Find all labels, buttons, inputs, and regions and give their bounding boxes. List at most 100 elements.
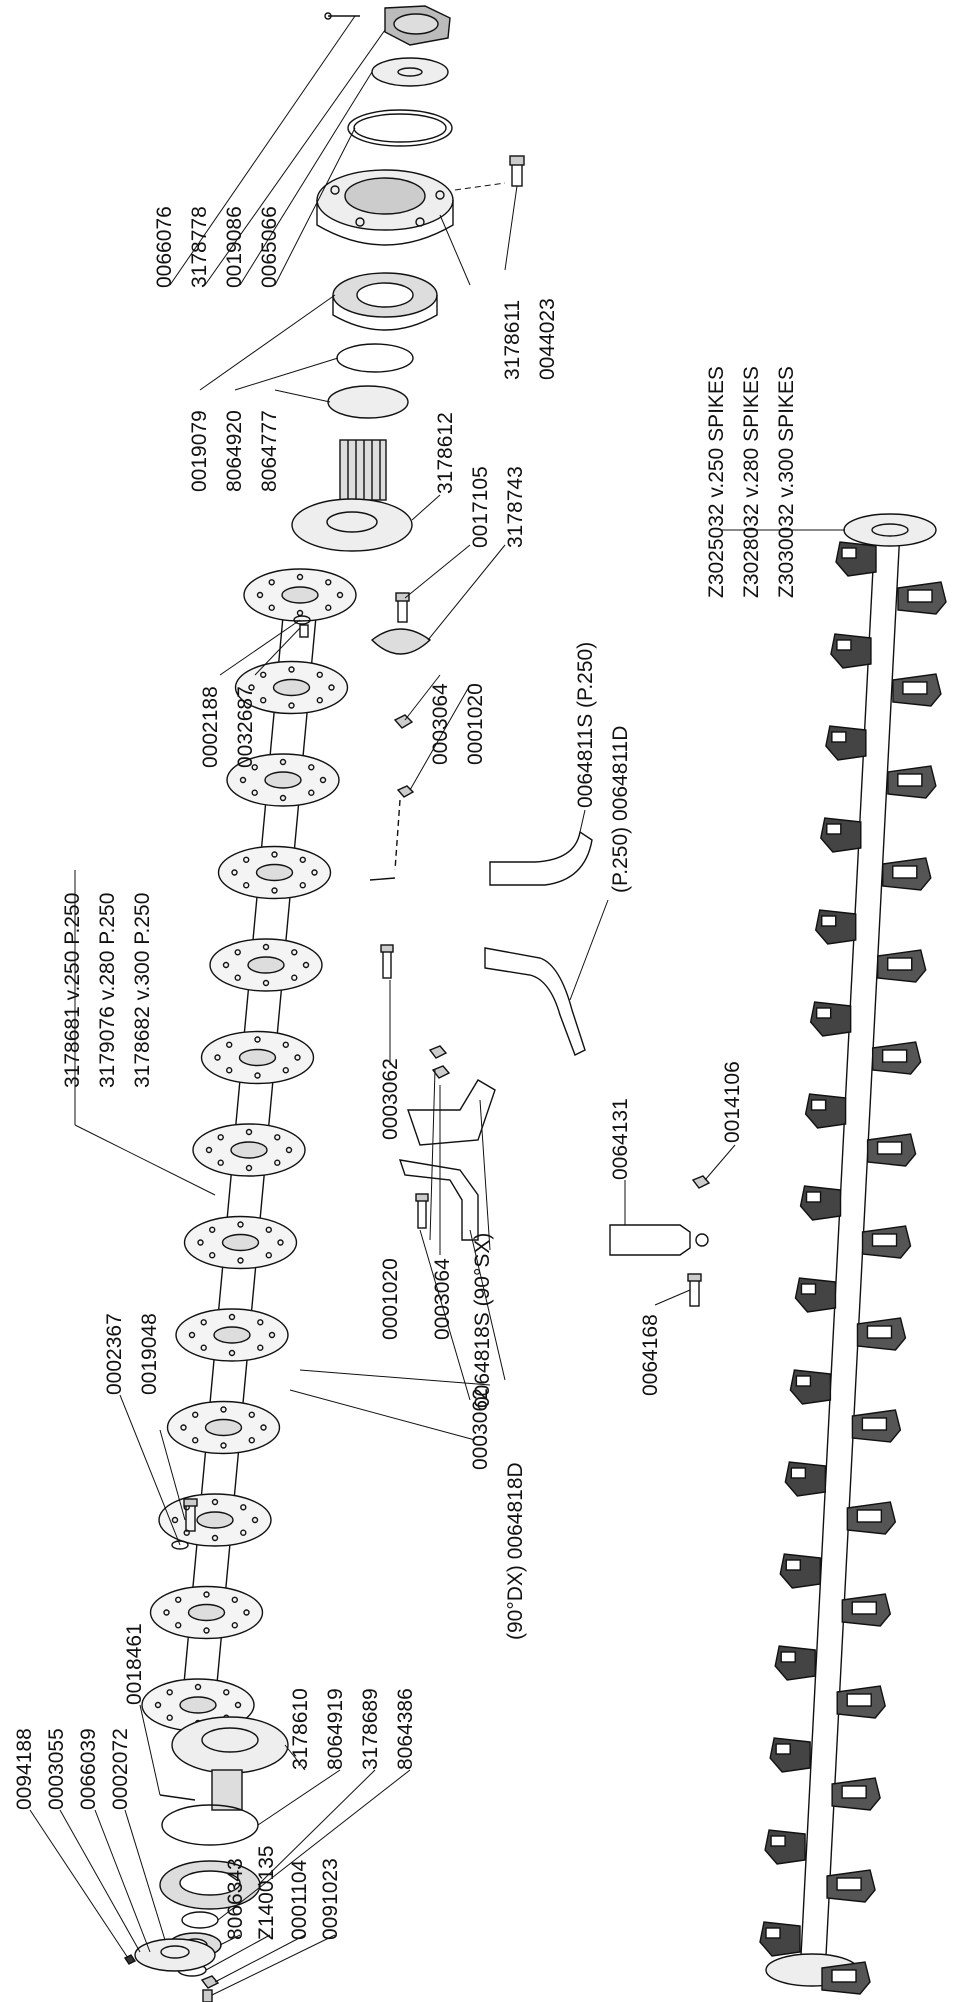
part-label-3178681: 3178681 v.250 P.250 bbox=[61, 892, 84, 1088]
nut-0001104 bbox=[200, 1975, 220, 1989]
rotor-spike bbox=[814, 909, 857, 945]
part-label-0066039: 0066039 bbox=[77, 1728, 100, 1810]
part-label-0064131: 0064131 bbox=[609, 1098, 632, 1180]
part-label-Z1400135: Z1400135 bbox=[255, 1845, 278, 1940]
part-label-0003064-lower: 0003064 bbox=[431, 1258, 454, 1340]
part-label-3179076: 3179076 v.280 P.250 bbox=[96, 892, 119, 1088]
nut-0001020-lower bbox=[428, 1045, 448, 1059]
rotor-spike bbox=[887, 765, 937, 799]
part-label-Z3030032: Z3030032 v.300 SPIKES bbox=[775, 366, 798, 598]
nut-0003064-upper bbox=[393, 714, 414, 729]
rotor-spike bbox=[856, 1317, 907, 1351]
circlip-0019086 bbox=[347, 109, 453, 147]
rotor-spike bbox=[877, 949, 927, 983]
part-label-0001020-lower: 0001020 bbox=[379, 1258, 402, 1340]
rotor-flanges bbox=[141, 568, 357, 1732]
rotor-spike bbox=[826, 1869, 876, 1903]
half-ring-3178743 bbox=[370, 628, 432, 655]
bolt-0017105 bbox=[395, 592, 410, 623]
rotor-spike bbox=[809, 1001, 852, 1037]
rotor-flange bbox=[158, 1493, 272, 1547]
part-label-0064168: 0064168 bbox=[639, 1314, 662, 1396]
rotor-spike bbox=[794, 1277, 837, 1313]
rotor-spike bbox=[804, 1093, 847, 1129]
rotor-flange bbox=[192, 1123, 306, 1177]
part-label-0002367: 0002367 bbox=[103, 1313, 126, 1395]
spacer-8064777 bbox=[327, 385, 409, 419]
bolt-0002367 bbox=[183, 1498, 198, 1532]
rotor-spike bbox=[779, 1553, 821, 1589]
rotor-spike bbox=[774, 1645, 816, 1681]
part-label-0032687: 0032687 bbox=[234, 686, 257, 768]
part-label-0018461: 0018461 bbox=[123, 1623, 146, 1705]
part-label-0001104: 0001104 bbox=[288, 1859, 311, 1940]
rotor-spike bbox=[825, 725, 867, 761]
part-label-0003062-upper: 0003062 bbox=[379, 1058, 402, 1140]
rotor-spike bbox=[892, 673, 942, 707]
bolt-0003062-upper bbox=[380, 944, 394, 979]
bolt-0032687 bbox=[299, 624, 309, 638]
rotor-spike bbox=[835, 541, 877, 577]
rotor-spike bbox=[866, 1133, 917, 1167]
rotor-flange bbox=[217, 845, 332, 900]
rotor-flange bbox=[149, 1585, 264, 1640]
part-label-0019086: 0019086 bbox=[223, 206, 246, 288]
rotor-flange bbox=[200, 1030, 315, 1085]
cotter-pin-0018461 bbox=[159, 1794, 196, 1801]
o-ring-8064920 bbox=[336, 343, 414, 373]
bolt-0044023 bbox=[509, 155, 525, 187]
blade-0064818D bbox=[398, 1159, 479, 1241]
part-label-0064818D: (90°DX) 0064818D bbox=[504, 1462, 527, 1640]
rotor-spike bbox=[784, 1461, 827, 1497]
rotor-spike bbox=[820, 817, 862, 853]
blade-0064811S bbox=[489, 830, 593, 886]
nut-0001020-upper bbox=[396, 785, 415, 798]
bolt-0091023 bbox=[202, 1989, 213, 2002]
washer-0019048 bbox=[171, 1540, 189, 1550]
part-label-3178612: 3178612 bbox=[434, 412, 457, 494]
part-label-0064811S: 0064811S (P.250) bbox=[574, 641, 597, 808]
part-label-3178682: 3178682 v.300 P.250 bbox=[131, 892, 154, 1088]
part-label-8064777: 8064777 bbox=[258, 410, 281, 492]
part-label-Z3028032: Z3028032 v.280 SPIKES bbox=[740, 366, 763, 598]
flanged-shaft-3178610 bbox=[171, 1716, 289, 1811]
rotor-spike bbox=[799, 1185, 842, 1221]
part-label-8066343: 8066343 bbox=[224, 1858, 247, 1940]
end-cap-0002072 bbox=[134, 1938, 216, 1972]
part-label-3178778: 3178778 bbox=[188, 206, 211, 288]
bearing-0019079 bbox=[332, 272, 438, 331]
part-label-3178610: 3178610 bbox=[289, 1688, 312, 1770]
rotor-spike bbox=[821, 1961, 871, 1995]
ring-8064386 bbox=[181, 1911, 219, 1929]
part-label-0064818S: 0064818S (90°SX) bbox=[471, 1232, 494, 1408]
rotor-spike bbox=[759, 1921, 801, 1957]
rotor-flange bbox=[226, 753, 340, 807]
rotor-spikes bbox=[759, 541, 947, 1995]
washer-3178778 bbox=[371, 57, 449, 87]
rotor-flange bbox=[243, 568, 357, 622]
nut-0003064-lower bbox=[431, 1065, 451, 1079]
stub-shaft-3178612 bbox=[291, 439, 413, 552]
part-label-0064811D: (P.250) 0064811D bbox=[609, 725, 632, 893]
rotor-flange bbox=[166, 1400, 281, 1455]
rotor-spike bbox=[871, 1041, 922, 1075]
bolt-0003062-lower bbox=[415, 1193, 429, 1229]
nut-0066076 bbox=[384, 5, 451, 46]
part-label-0065066: 0065066 bbox=[258, 206, 281, 288]
part-label-3178743: 3178743 bbox=[504, 466, 527, 548]
part-label-3178689: 3178689 bbox=[359, 1688, 382, 1770]
part-label-0003062-lower: 0003062 bbox=[469, 1388, 492, 1470]
rotor-spike bbox=[897, 581, 947, 615]
part-label-8064920: 8064920 bbox=[223, 410, 246, 492]
hammer-0064131 bbox=[609, 1224, 709, 1256]
part-label-Z3025032: Z3025032 v.250 SPIKES bbox=[705, 366, 728, 598]
blade-0064818S bbox=[407, 1079, 496, 1146]
rotor-spike bbox=[841, 1593, 892, 1627]
part-label-8064919: 8064919 bbox=[324, 1688, 347, 1770]
rotor-spike bbox=[836, 1685, 886, 1719]
rotor-spike bbox=[830, 633, 872, 669]
leader-lines bbox=[29, 15, 845, 1996]
rotor-flange bbox=[234, 660, 349, 715]
part-label-0003055: 0003055 bbox=[45, 1728, 68, 1810]
